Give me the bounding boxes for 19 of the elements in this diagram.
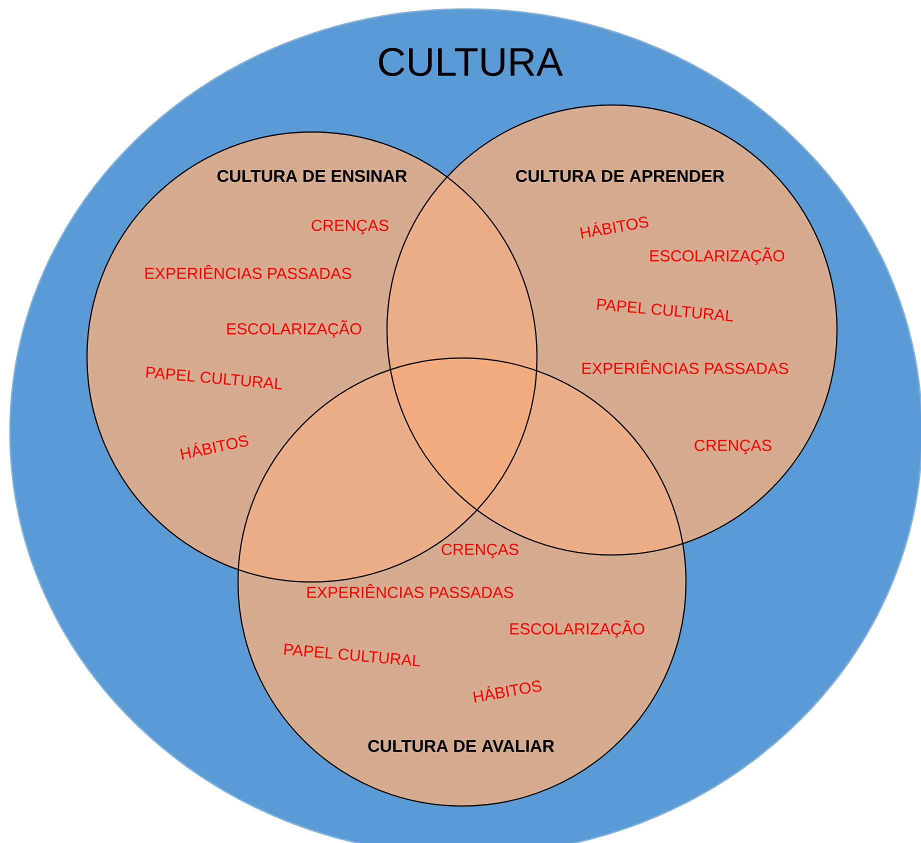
trait-label: CRENÇAS bbox=[694, 440, 772, 454]
trait-label: EXPERIÊNCIAS PASSADAS bbox=[307, 584, 514, 598]
trait-label: EXPERIÊNCIAS PASSADAS bbox=[582, 360, 788, 374]
trait-label: EXPERIÊNCIAS PASSADAS bbox=[145, 264, 352, 280]
circle-heading: CULTURA DE AVALIAR bbox=[368, 740, 554, 752]
circle-heading: CULTURA DE ENSINAR bbox=[217, 170, 407, 182]
trait-label: HÁBITOS bbox=[180, 435, 248, 460]
trait-label: CRENÇAS bbox=[312, 220, 388, 234]
trait-label: HÁBITOS bbox=[473, 680, 542, 703]
trait-label: ESCOLARIZAÇÃO bbox=[650, 247, 784, 265]
trait-label: ESCOLARIZAÇÃO bbox=[227, 320, 362, 338]
trait-label: HÁBITOS bbox=[580, 216, 648, 239]
trait-label: PAPEL CULTURAL bbox=[597, 298, 733, 322]
trait-label: CRENÇAS bbox=[442, 544, 518, 558]
diagram-title: CULTURA bbox=[379, 48, 563, 76]
trait-label: PAPEL CULTURAL bbox=[284, 644, 420, 666]
trait-label: PAPEL CULTURAL bbox=[146, 366, 282, 390]
trait-label: ESCOLARIZAÇÃO bbox=[510, 620, 644, 638]
circle-heading: CULTURA DE APRENDER bbox=[516, 170, 724, 182]
